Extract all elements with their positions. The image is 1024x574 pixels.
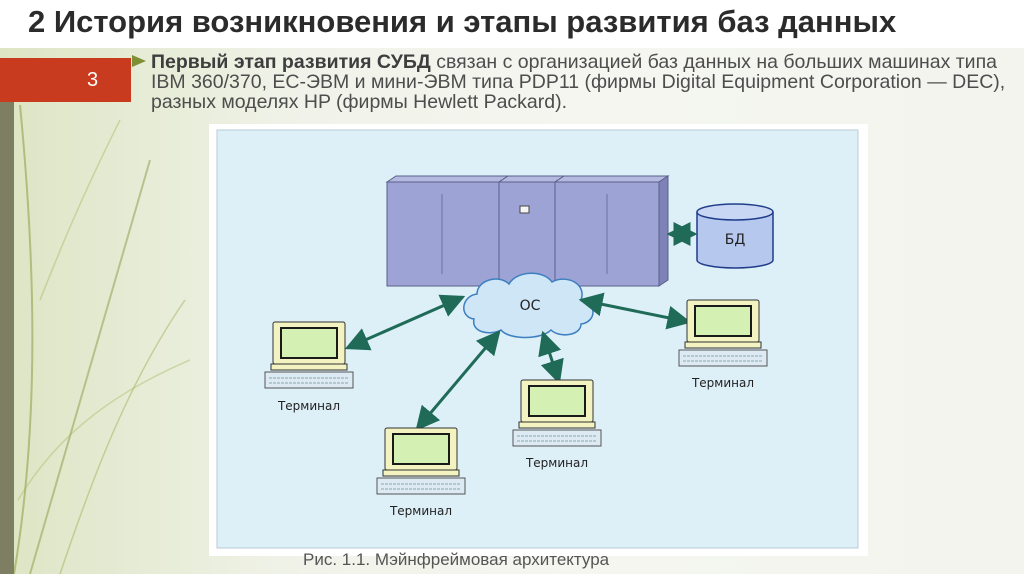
cloud-label: ОС [520, 298, 541, 314]
intro-paragraph: Первый этап развития СУБД связан с орган… [151, 52, 1011, 112]
slide-number: 3 [87, 69, 99, 91]
link-terminal-left [344, 294, 466, 351]
slide-number-badge: 3 [0, 58, 131, 102]
mainframe-architecture-diagram: БД ОС Терминал Терминал [216, 129, 859, 549]
terminal-icon [678, 299, 768, 367]
intro-bold-text: Первый этап развития СУБД [151, 51, 431, 73]
diagram-panel: БД ОС Терминал Терминал [209, 124, 868, 556]
terminal-icon [264, 321, 354, 389]
terminal-icon [376, 427, 466, 495]
intro-text: связан с организацией баз данных на боль… [151, 51, 1006, 113]
terminal-label: Терминал [277, 399, 340, 413]
terminal-icon [512, 379, 602, 447]
terminal-label: Терминал [525, 456, 588, 470]
arrow-bullet-icon [132, 55, 146, 67]
slide-title: 2 История возникновения и этапы развития… [28, 4, 897, 39]
database-icon [696, 203, 774, 269]
figure-caption: Рис. 1.1. Мэйнфреймовая архитектура [303, 550, 610, 569]
database-label: БД [725, 232, 746, 248]
title-bar: 2 История возникновения и этапы развития… [0, 0, 1024, 48]
link-terminal-bottom-left [415, 330, 501, 431]
link-terminal-bottom-right [538, 330, 564, 385]
terminal-label: Терминал [389, 504, 452, 518]
link-terminal-right [578, 292, 692, 330]
terminal-label: Терминал [691, 376, 754, 390]
left-accent-bar [0, 102, 14, 574]
mainframe-icon [385, 175, 670, 287]
